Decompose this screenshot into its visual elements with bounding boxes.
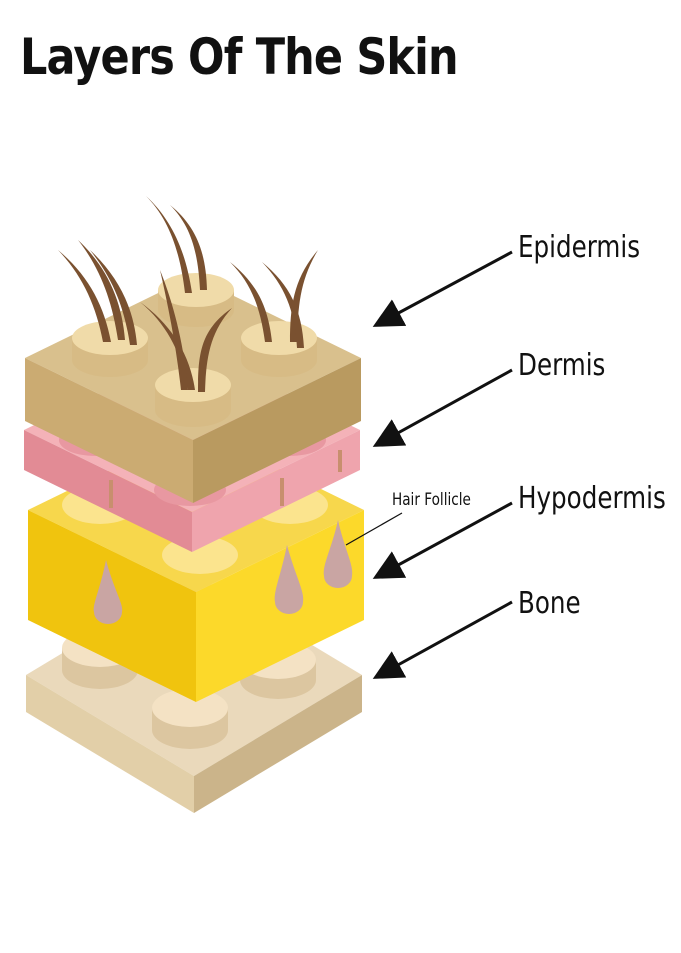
dermis-arrow xyxy=(372,368,513,447)
epidermis-stud xyxy=(241,321,317,377)
bone-label: Bone xyxy=(518,586,581,621)
epidermis-label: Epidermis xyxy=(518,230,641,265)
hair-follicle-shape xyxy=(323,520,353,588)
hair-follicle-label: Hair Follicle xyxy=(392,490,471,510)
hypodermis-arrow xyxy=(372,501,513,579)
hair-strands xyxy=(58,196,318,392)
label-arrows xyxy=(345,250,513,679)
dermis-label: Dermis xyxy=(518,348,606,383)
epidermis-stud xyxy=(72,321,148,377)
hair-follicle-arrow xyxy=(345,512,403,546)
hypodermis-label: Hypodermis xyxy=(518,481,666,516)
epidermis-stud xyxy=(155,368,231,427)
page-title: Layers Of The Skin xyxy=(20,28,459,86)
bone-arrow xyxy=(372,600,513,679)
epidermis-stud xyxy=(158,273,234,327)
hair-follicle-shape xyxy=(274,545,304,614)
hair-follicle-shape xyxy=(93,560,123,624)
epidermis-arrow xyxy=(372,250,513,327)
bone-stud xyxy=(152,689,228,749)
